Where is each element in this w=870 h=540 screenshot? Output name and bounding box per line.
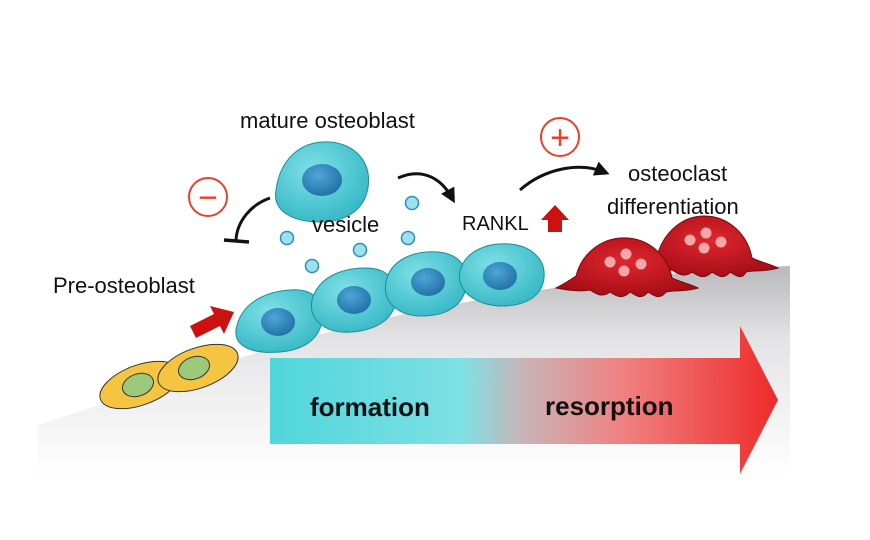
osteoclast-nucleus xyxy=(635,258,647,270)
osteoblast-nucleus xyxy=(483,262,517,290)
mature-osteoblast-label: mature osteoblast xyxy=(240,108,415,133)
vesicle-dot xyxy=(352,242,368,258)
osteoclast-nucleus xyxy=(604,256,616,268)
plus-sign: + xyxy=(550,119,570,157)
vesicle-dot xyxy=(304,258,320,274)
osteoclast-nucleus xyxy=(684,234,696,246)
inhibition-arrow xyxy=(234,196,271,241)
osteoclasts xyxy=(554,215,780,298)
vesicle-label: vesicle xyxy=(312,212,379,237)
differentiation-arrow xyxy=(190,306,234,338)
osteoclast-nucleus xyxy=(700,227,712,239)
rankl-label: RANKL xyxy=(462,213,529,235)
formation-resorption-arrow xyxy=(270,326,778,474)
osteoblast-nucleus xyxy=(337,286,371,314)
preosteoblast-nucleus xyxy=(178,355,210,381)
vesicle-dot xyxy=(279,230,295,246)
osteoclast-nucleus xyxy=(620,248,632,260)
inhibit-symbol: − xyxy=(188,177,228,217)
mature-osteoblast-nucleus xyxy=(302,164,342,196)
osteoblast-nucleus xyxy=(411,268,445,296)
preosteoblast-cells xyxy=(99,343,239,410)
vesicle-dot xyxy=(404,195,420,211)
vesicles xyxy=(279,195,420,274)
osteoclast-label-line1: osteoclast xyxy=(628,161,727,186)
inhibition-bar xyxy=(223,238,250,244)
osteoblast-layer xyxy=(235,243,545,353)
osteoclast-nucleus xyxy=(698,242,710,254)
rankl-up-arrow xyxy=(541,205,569,232)
mature-osteoblast xyxy=(275,141,370,223)
resorption-label: resorption xyxy=(545,391,674,421)
preosteoblast-nucleus xyxy=(122,372,154,398)
osteoblast-nucleus xyxy=(261,308,295,336)
preosteoblast-label: Pre-osteoblast xyxy=(53,273,195,298)
formation-label: formation xyxy=(310,392,430,422)
minus-sign: − xyxy=(198,179,218,217)
osteoclast-nucleus xyxy=(618,265,630,277)
stimulate-symbol: + xyxy=(540,117,580,157)
mature-to-rankl-arrow xyxy=(397,172,455,204)
osteoclast-nucleus xyxy=(715,236,727,248)
vesicle-dot xyxy=(400,230,416,246)
rankl-to-osteoclast-arrow xyxy=(519,161,610,192)
osteoclast-label-line2: differentiation xyxy=(607,194,739,219)
